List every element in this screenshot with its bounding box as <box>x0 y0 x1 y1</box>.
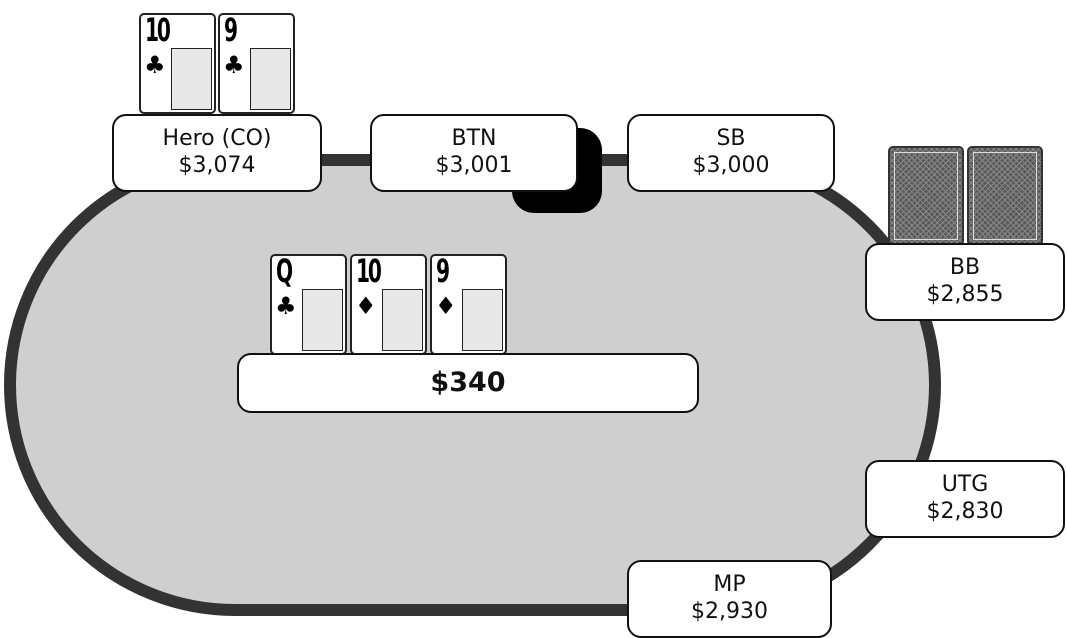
seat-position: MP <box>629 571 830 598</box>
card-pips <box>250 48 291 110</box>
queen-face-icon <box>302 289 343 351</box>
card-rank: Q <box>276 254 291 290</box>
seat-bb: BB $2,855 <box>865 243 1065 321</box>
card-rank: 10 <box>356 254 380 290</box>
seat-stack: $2,830 <box>867 498 1063 525</box>
seat-hero: Hero (CO) $3,074 <box>112 114 322 192</box>
club-icon: ♣ <box>144 53 166 77</box>
seat-btn: BTN $3,001 <box>370 114 578 192</box>
card-pips <box>462 289 503 351</box>
club-icon: ♣ <box>275 294 297 318</box>
bb-card-back-1 <box>888 146 964 246</box>
seat-position: UTG <box>867 471 1063 498</box>
card-pips <box>382 289 423 351</box>
diamond-icon: ♦ <box>355 294 377 318</box>
seat-stack: $3,001 <box>372 152 576 179</box>
board-card-2: 10 ♦ <box>350 254 427 355</box>
bb-card-back-2 <box>967 146 1043 246</box>
card-rank: 9 <box>436 254 448 290</box>
seat-stack: $3,074 <box>114 152 320 179</box>
seat-position: BB <box>867 254 1063 281</box>
seat-stack: $3,000 <box>629 152 833 179</box>
seat-utg: UTG $2,830 <box>865 460 1065 538</box>
seat-mp: MP $2,930 <box>627 560 832 638</box>
seat-sb: SB $3,000 <box>627 114 835 192</box>
hero-card-2: 9 ♣ <box>218 13 295 114</box>
board-card-1: Q ♣ <box>270 254 347 355</box>
pot-display: $340 <box>237 353 699 413</box>
seat-position: BTN <box>372 125 576 152</box>
board-card-3: 9 ♦ <box>430 254 507 355</box>
card-rank: 9 <box>224 13 236 49</box>
seat-position: Hero (CO) <box>114 125 320 152</box>
seat-stack: $2,930 <box>629 598 830 625</box>
card-pips <box>171 48 212 110</box>
hero-card-1: 10 ♣ <box>139 13 216 114</box>
club-icon: ♣ <box>223 53 245 77</box>
seat-position: SB <box>629 125 833 152</box>
card-rank: 10 <box>145 13 169 49</box>
seat-stack: $2,855 <box>867 281 1063 308</box>
diamond-icon: ♦ <box>435 294 457 318</box>
